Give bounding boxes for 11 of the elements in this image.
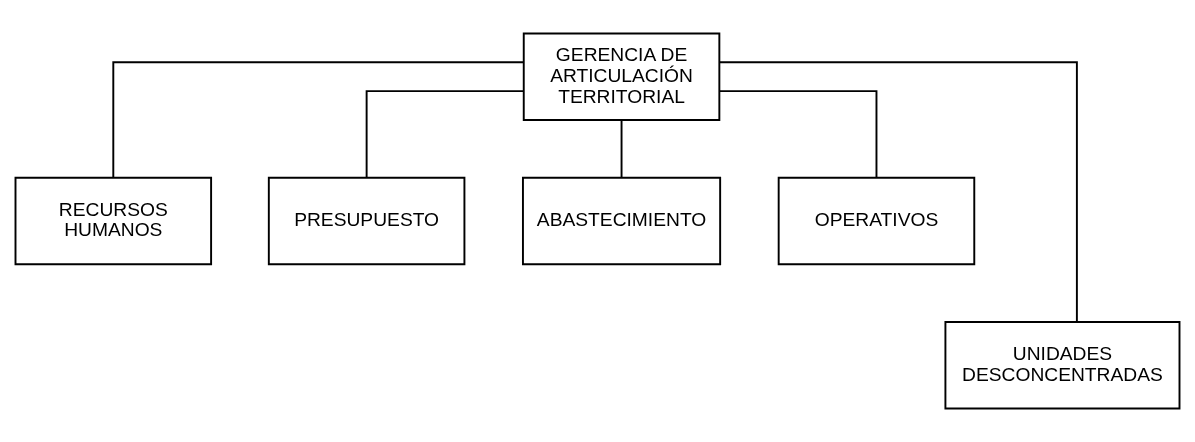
connector: [718, 90, 878, 178]
node-box: PRESUPUESTO: [267, 176, 466, 266]
connector: [718, 61, 1078, 323]
node-box: GERENCIA DE ARTICULACIÓN TERRITORIAL: [522, 32, 721, 121]
node-box: ABASTECIMIENTO: [522, 176, 722, 266]
connector: [620, 119, 623, 179]
connector: [365, 90, 525, 178]
connector: [112, 61, 525, 179]
node-box: OPERATIVOS: [777, 176, 976, 266]
node-box: UNIDADES DESCONCENTRADAS: [944, 321, 1181, 410]
node-box: RECURSOS HUMANOS: [14, 176, 213, 266]
